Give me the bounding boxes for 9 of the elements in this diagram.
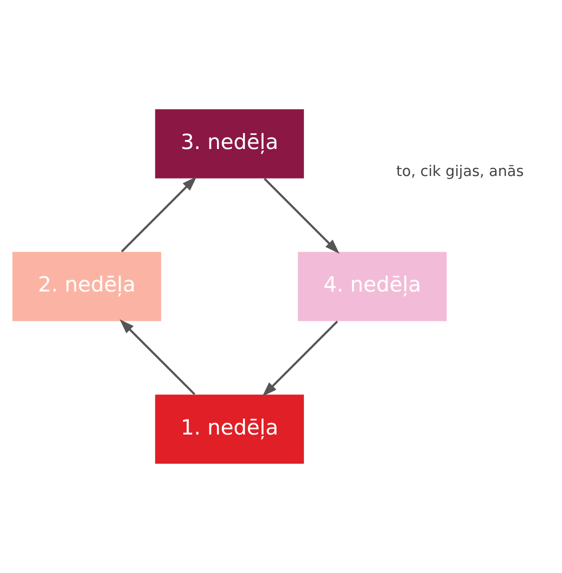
node-box: 2. nedēļa [12, 252, 162, 322]
node-box: 4. nedēļa [298, 252, 447, 322]
arrow [264, 178, 340, 254]
label: to, cik gijas, anās [396, 163, 524, 180]
arrow [120, 176, 197, 252]
node-box: 1. nedēļa [155, 394, 304, 464]
arrow [120, 319, 196, 396]
arrow [262, 320, 338, 396]
node-box: 3. nedēļa [155, 109, 304, 178]
